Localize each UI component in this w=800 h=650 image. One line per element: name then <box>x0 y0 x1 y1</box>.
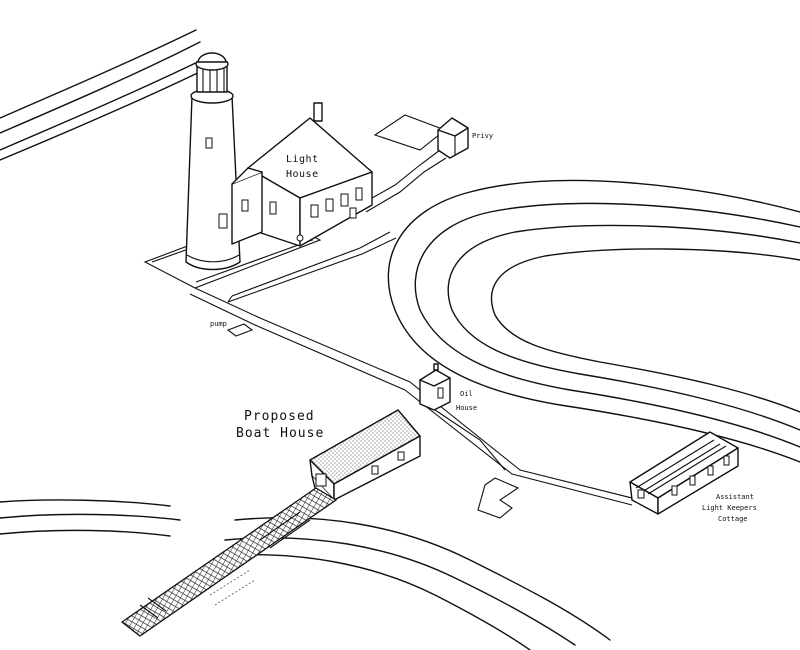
light-house-label-line2: House <box>286 169 319 180</box>
cottage-building <box>629 431 739 515</box>
boat-house-building <box>309 409 421 501</box>
cottage-label-line2: Light Keepers <box>702 504 757 512</box>
cottage-label-line1: Assistant <box>716 493 754 501</box>
privy-building <box>437 117 469 159</box>
lighthouse-tower <box>185 52 241 271</box>
contour-pond <box>387 179 800 463</box>
pump-label: pump <box>210 320 227 328</box>
cottage-label-line3: Cottage <box>718 515 748 523</box>
boat-house-label-line1: Proposed <box>244 409 315 424</box>
oil-house-label-line1: Oil <box>460 390 473 398</box>
boat-ramp <box>120 487 338 637</box>
light-house-label-line1: Light <box>286 154 319 165</box>
contour-top-left <box>0 29 209 161</box>
boat-house-label-line2: Boat House <box>236 426 324 441</box>
lighthouse-dwelling <box>231 102 373 247</box>
oil-house-building <box>419 363 451 411</box>
contour-shoreline <box>0 499 611 650</box>
oil-house-label-line2: House <box>456 404 477 412</box>
labels: Light House Privy pump Oil House Propose… <box>210 132 757 523</box>
privy-label: Privy <box>472 132 493 140</box>
